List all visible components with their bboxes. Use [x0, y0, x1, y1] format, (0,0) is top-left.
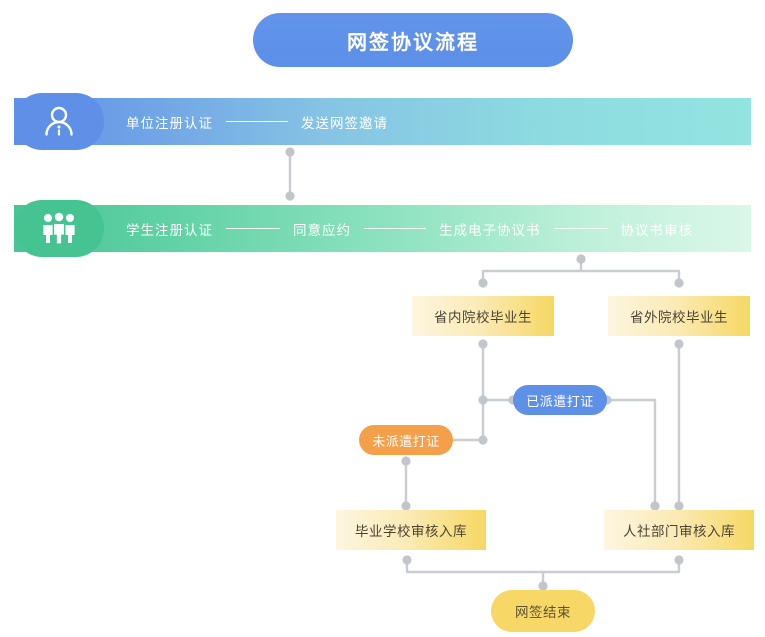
step-generate-agreement: 生成电子协议书	[439, 222, 541, 238]
step-divider	[364, 227, 426, 230]
node-in-province-graduates[interactable]: 省内院校毕业生	[412, 296, 554, 336]
connector-reviews-to-end	[402, 555, 684, 591]
lane-company: 单位注册认证 发送网签邀请	[14, 93, 751, 150]
lane-student-icon-cap	[14, 200, 104, 257]
step-agree: 同意应约	[293, 222, 351, 238]
lane-student-steps: 学生注册认证 同意应约 生成电子协议书 协议书审核	[126, 205, 693, 252]
step-company-register: 单位注册认证	[126, 115, 213, 131]
person-icon	[45, 106, 73, 136]
lane-company-icon-cap	[14, 93, 104, 150]
step-send-invitation: 发送网签邀请	[301, 115, 388, 131]
node-out-province-graduates[interactable]: 省外院校毕业生	[608, 296, 750, 336]
step-divider	[226, 227, 280, 230]
lane-company-bar	[14, 98, 751, 145]
step-agreement-review: 协议书审核	[620, 222, 693, 238]
node-hr-review[interactable]: 人社部门审核入库	[604, 510, 754, 550]
step-divider	[553, 227, 608, 230]
lane-student: 学生注册认证 同意应约 生成电子协议书 协议书审核	[14, 200, 751, 257]
connector-inprovince-branch	[443, 339, 518, 445]
group-people-icon	[43, 212, 75, 243]
connector-student-to-province	[478, 254, 684, 288]
connector-notdispatched-to-school	[401, 456, 411, 511]
node-not-dispatched[interactable]: 未派遣打证	[359, 425, 453, 455]
step-student-register: 学生注册认证	[126, 222, 213, 238]
connector-outprovince-to-hr	[674, 339, 684, 511]
page-title: 网签协议流程	[253, 13, 573, 67]
node-school-review[interactable]: 毕业学校审核入库	[336, 510, 486, 550]
lane-company-steps: 单位注册认证 发送网签邀请	[126, 98, 388, 145]
step-divider	[226, 120, 288, 123]
node-end[interactable]: 网签结束	[491, 590, 595, 632]
node-dispatched[interactable]: 已派遣打证	[513, 385, 607, 415]
connector-dispatched-to-hr	[602, 395, 660, 511]
connector-company-to-student	[285, 147, 295, 201]
